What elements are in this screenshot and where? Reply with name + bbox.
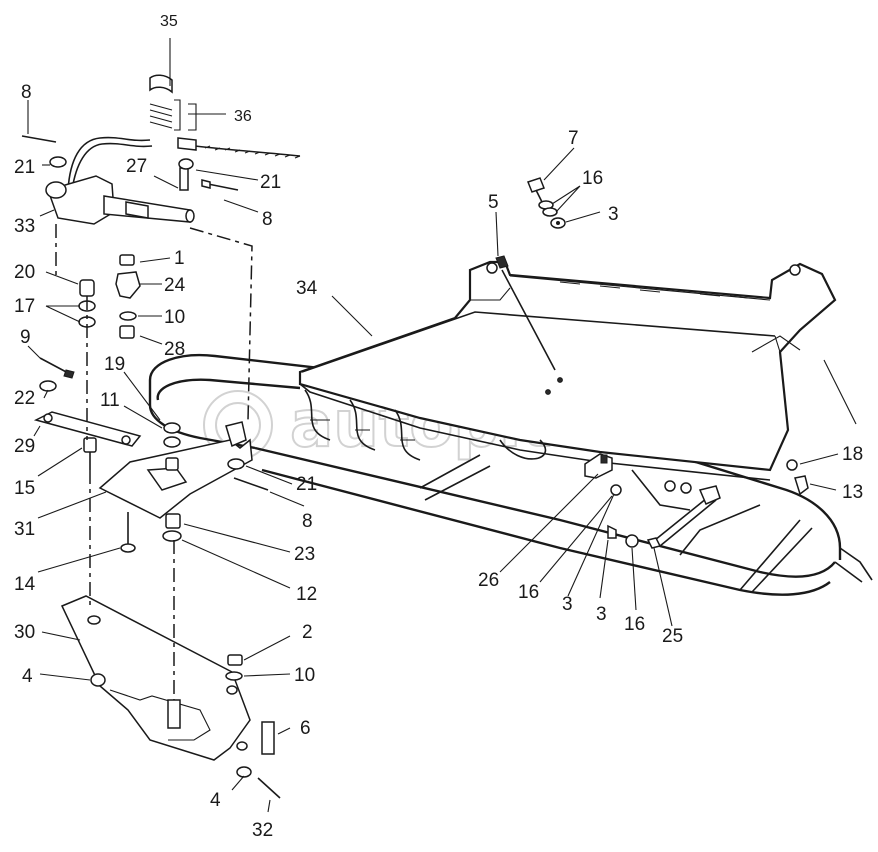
callout-21-top: 21: [260, 172, 281, 193]
callout-16-bottom: 16: [518, 582, 539, 603]
callout-21-mid: 21: [296, 474, 317, 495]
callout-34: 34: [296, 278, 318, 299]
callout-32: 32: [252, 820, 273, 841]
callout-1: 1: [174, 248, 185, 269]
callout-33: 33: [14, 216, 35, 237]
callout-19: 19: [104, 354, 125, 375]
callout-27: 27: [126, 156, 147, 177]
callout-15: 15: [14, 478, 35, 499]
bracket-29: [33, 411, 142, 447]
left-stack: [39, 279, 96, 392]
plate-31: [98, 421, 269, 519]
actuator-assembly: [21, 74, 301, 225]
callout-28: 28: [164, 339, 185, 360]
callout-10-low: 10: [294, 665, 315, 686]
callout-6: 6: [300, 718, 311, 739]
callout-7: 7: [568, 128, 579, 149]
tray-hardware: [495, 255, 809, 549]
callout-11: 11: [100, 390, 120, 411]
callout-10-top: 10: [164, 307, 185, 328]
callout-13: 13: [842, 482, 863, 503]
callout-22: 22: [14, 388, 35, 409]
callout-12: 12: [296, 584, 317, 605]
callout-14: 14: [14, 574, 36, 595]
callout-8-low: 8: [302, 511, 313, 532]
callout-4-low: 4: [210, 790, 221, 811]
callout-18: 18: [842, 444, 863, 465]
callout-16-top: 16: [582, 168, 603, 189]
callout-labels: 35 36 8 21 27 21 8 33 1 24 10 28 20 17 9…: [14, 13, 863, 841]
callout-8-top: 8: [21, 82, 32, 103]
callout-3-bottom-right: 3: [596, 604, 607, 625]
center-small-parts: [115, 254, 141, 339]
alignment-lines: [55, 224, 253, 700]
callout-8-mid: 8: [262, 209, 273, 230]
callout-25: 25: [662, 626, 683, 647]
top-fasteners: [527, 177, 566, 229]
callout-29: 29: [14, 436, 35, 457]
plate-30: [60, 595, 281, 799]
callout-16-right: 16: [624, 614, 645, 635]
vertical-bolts: [83, 437, 182, 553]
callout-30: 30: [14, 622, 35, 643]
callout-36: 36: [234, 108, 252, 125]
callout-20: 20: [14, 262, 35, 283]
callout-2: 2: [302, 622, 313, 643]
callout-3-top: 3: [608, 204, 619, 225]
callout-9: 9: [20, 327, 31, 348]
leader-lines: [27, 38, 857, 813]
callout-31: 31: [14, 519, 35, 540]
callout-5: 5: [488, 192, 499, 213]
callout-24: 24: [164, 275, 186, 296]
seat-tray: [298, 260, 837, 481]
callout-17: 17: [14, 296, 35, 317]
callout-4-left: 4: [22, 666, 33, 687]
callout-3-bottom-left: 3: [562, 594, 573, 615]
callout-23: 23: [294, 544, 315, 565]
callout-35: 35: [160, 13, 178, 30]
callout-26: 26: [478, 570, 499, 591]
callout-21-left: 21: [14, 157, 35, 178]
